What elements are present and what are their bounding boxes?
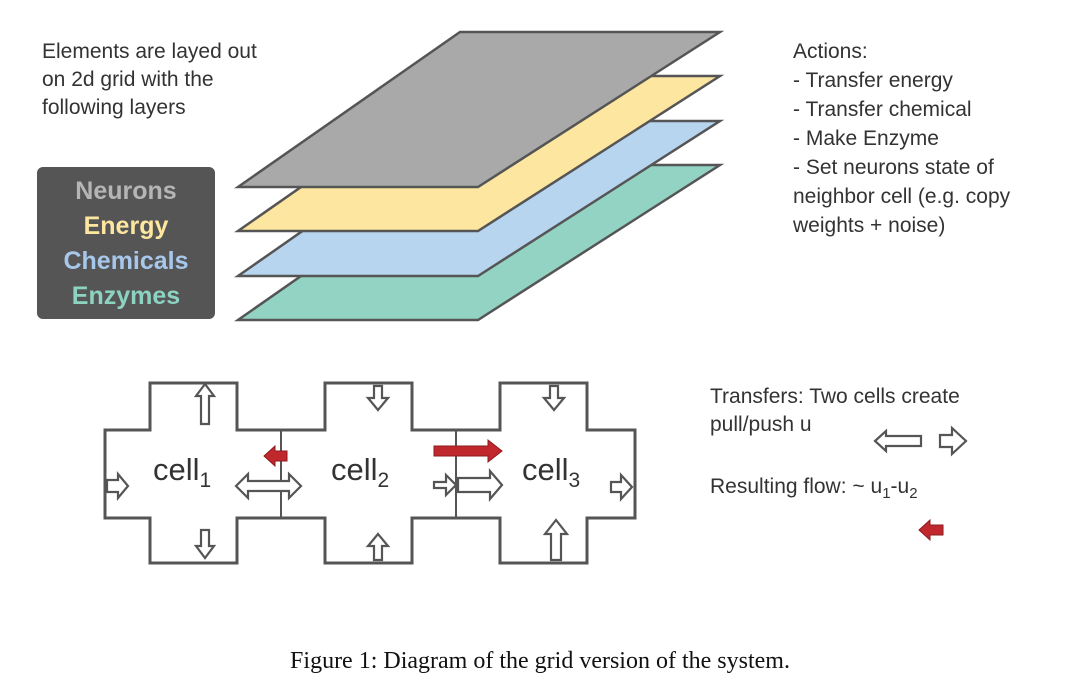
layer-neurons <box>234 30 725 189</box>
red-left-arrow-icon <box>918 518 944 542</box>
cell-3-label: cell3 <box>522 452 580 492</box>
right-arrow-icon <box>105 470 130 502</box>
cell-2-label: cell2 <box>331 452 389 492</box>
cell-labels: cell1 cell2 cell3 <box>153 452 580 492</box>
cell-arrows <box>105 382 634 562</box>
legend-background <box>37 167 215 319</box>
legend-energy: Energy <box>84 212 169 240</box>
intro-text: Elements are layed out on 2d grid with t… <box>42 40 257 119</box>
legend-enzymes: Enzymes <box>72 282 180 310</box>
action-item-5: neighbor cell (e.g. copy <box>793 185 1011 208</box>
legend-neurons: Neurons <box>75 177 176 205</box>
up-arrow-icon <box>542 518 570 562</box>
resulting-flow-text: Resulting flow: ~ u1-u2 <box>710 475 918 502</box>
figure-caption: Figure 1: Diagram of the grid version of… <box>290 648 790 674</box>
down-arrow-icon <box>193 528 217 560</box>
left-arrow-icon <box>873 428 923 454</box>
action-item-2: - Transfer chemical <box>793 98 972 121</box>
red-left-arrow-icon <box>263 444 288 468</box>
transfers-explanation: Transfers: Two cells create pull/push u … <box>710 385 968 542</box>
right-arrow-icon <box>456 468 504 502</box>
intro-line-1: Elements are layed out <box>42 40 257 63</box>
red-right-arrow-icon <box>433 438 503 464</box>
flow-arrows <box>263 438 503 468</box>
action-item-3: - Make Enzyme <box>793 127 939 150</box>
double-arrow-icon <box>234 471 303 501</box>
up-arrow-icon <box>365 532 391 562</box>
layer-legend: Neurons Energy Chemicals Enzymes <box>37 167 215 319</box>
intro-line-3: following layers <box>42 96 186 119</box>
actions-title: Actions: <box>793 40 868 63</box>
transfers-line-2: pull/push u <box>710 413 812 436</box>
cell-grid-outline <box>103 381 637 565</box>
action-item-6: weights + noise) <box>792 214 945 237</box>
down-arrow-icon <box>365 384 391 412</box>
action-item-1: - Transfer energy <box>793 69 953 92</box>
legend-chemicals: Chemicals <box>63 247 188 275</box>
intro-line-2: on 2d grid with the <box>42 68 214 91</box>
right-arrow-icon <box>938 425 968 457</box>
right-arrow-icon <box>609 472 634 502</box>
down-arrow-icon <box>541 384 567 412</box>
transfers-line-1: Transfers: Two cells create <box>710 385 960 408</box>
up-arrow-icon <box>193 382 217 426</box>
layer-stack <box>234 30 725 322</box>
right-arrow-icon <box>432 472 458 498</box>
actions-list: Actions: - Transfer energy - Transfer ch… <box>792 40 1011 237</box>
cell-grid <box>103 381 637 565</box>
action-item-4: - Set neurons state of <box>793 156 994 179</box>
cell-1-label: cell1 <box>153 452 211 492</box>
